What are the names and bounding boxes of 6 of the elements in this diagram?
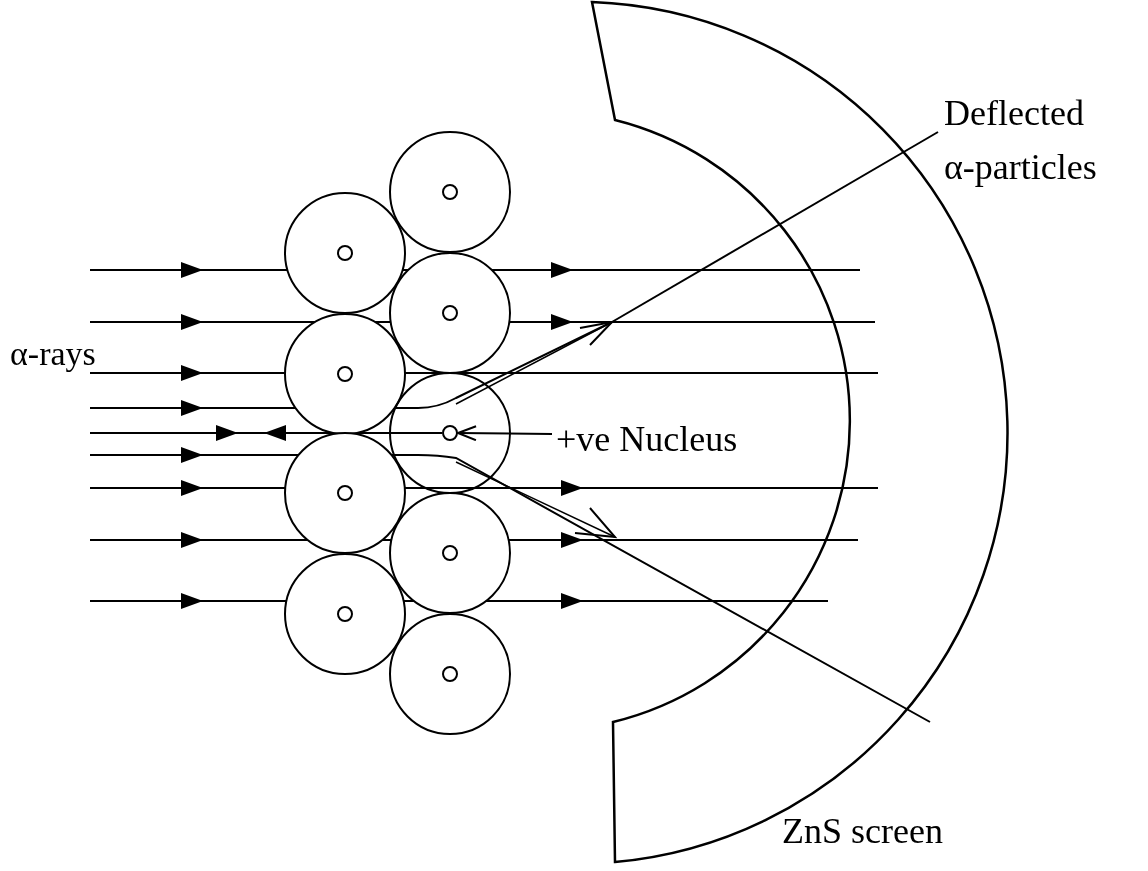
nucleus-label: +ve Nucleus [556, 412, 738, 466]
text-label: Deflected α-particles [944, 92, 1098, 189]
nucleus-circle [442, 425, 458, 441]
text-label: α-rays [10, 334, 96, 374]
leader-arrow [457, 425, 553, 442]
text-label: ZnS screen [782, 810, 943, 853]
